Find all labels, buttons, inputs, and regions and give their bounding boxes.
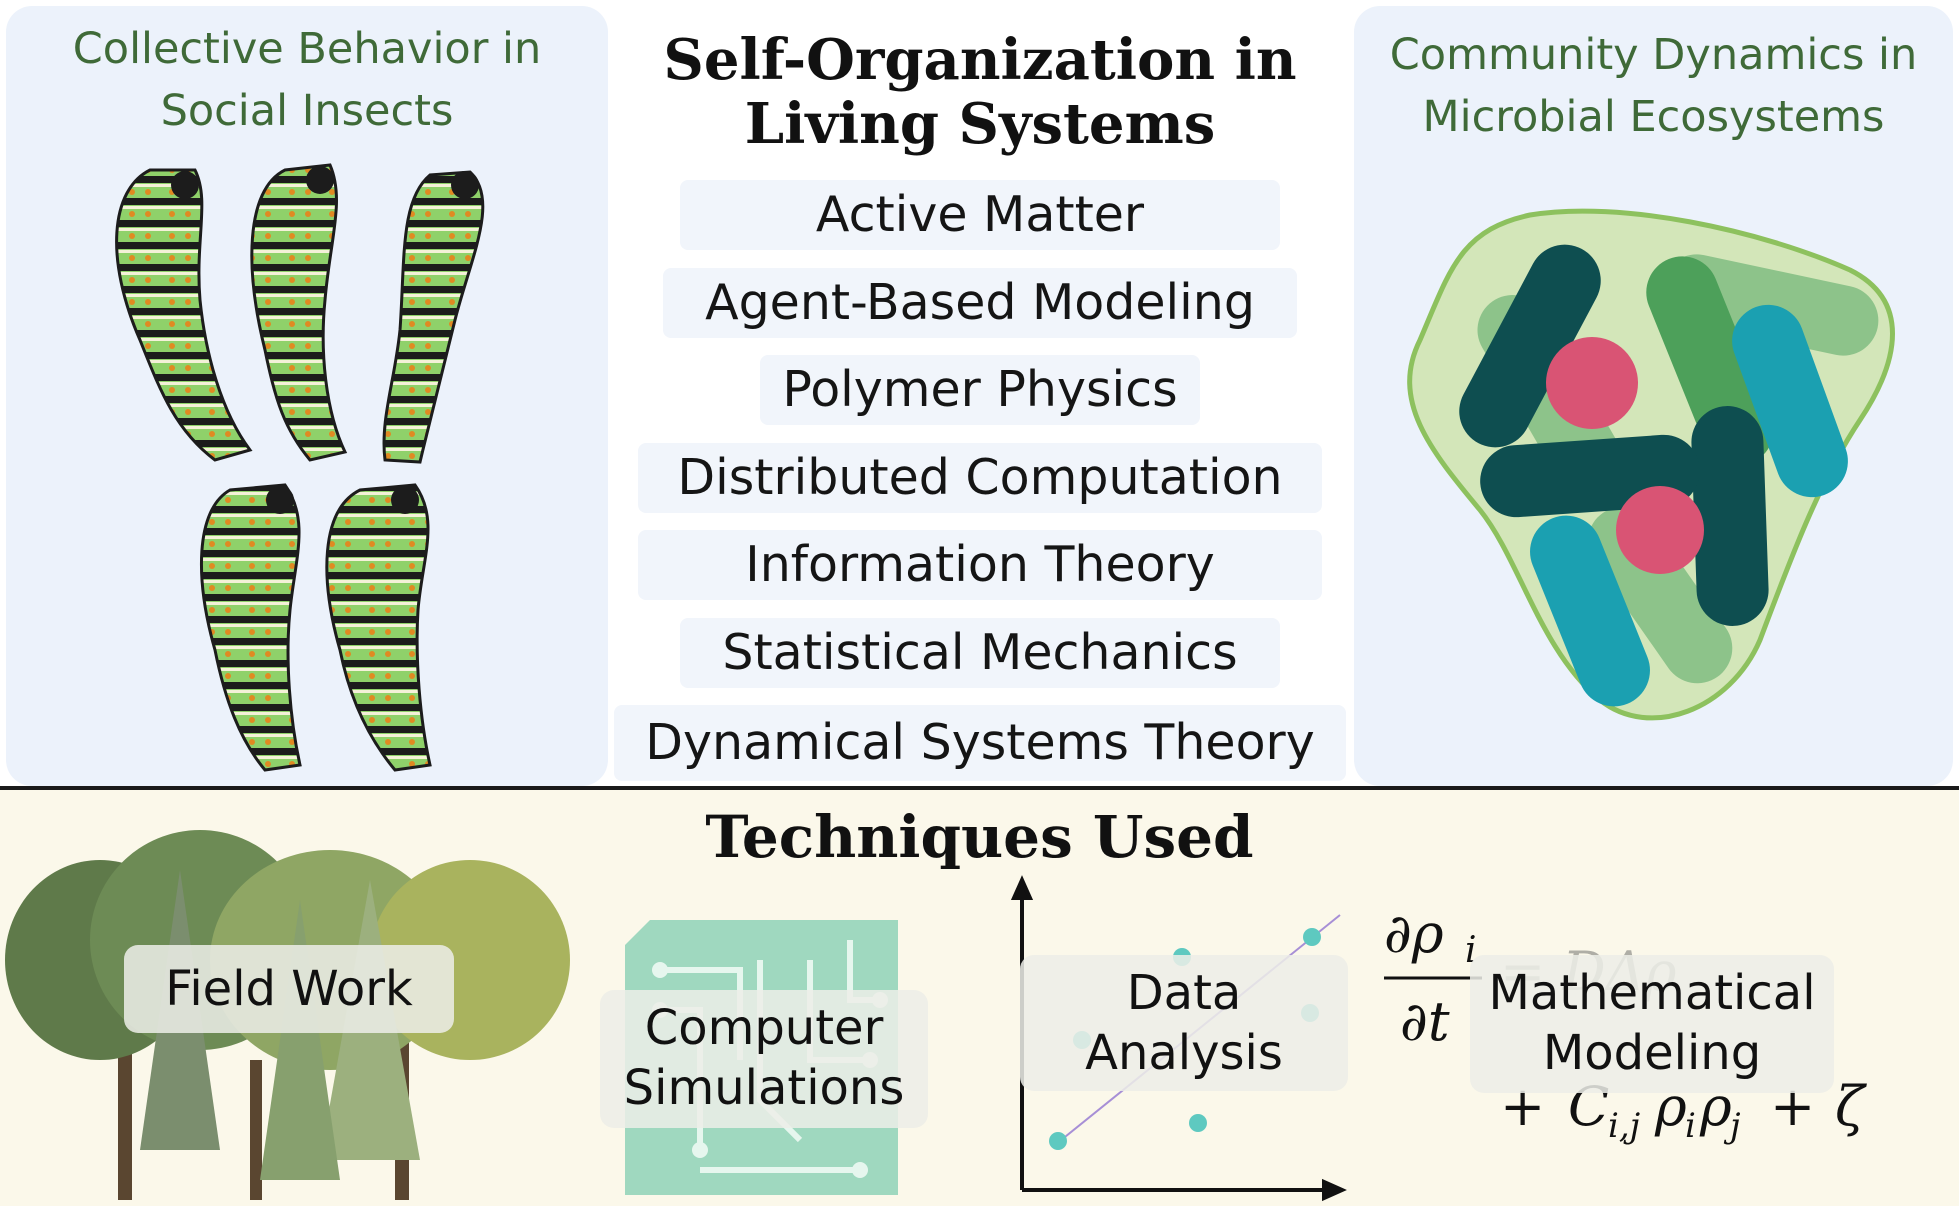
svg-text:∂ρ: ∂ρ [1384, 902, 1444, 965]
technique-data-analysis: Data Analysis [1020, 955, 1348, 1091]
topic-dynamical-systems-theory: Dynamical Systems Theory [614, 705, 1346, 781]
data-point [1303, 928, 1321, 946]
caterpillar [325, 483, 432, 772]
coccus-bacterium [1616, 486, 1704, 574]
data-analysis-line2: Analysis [1085, 1025, 1283, 1081]
data-analysis-line1: Data [1126, 965, 1242, 1021]
technique-computer-simulations: Computer Simulations [600, 990, 928, 1128]
mathematical-modeling-line1: Mathematical [1488, 965, 1816, 1021]
technique-field-work: Field Work [124, 945, 454, 1033]
section-divider [0, 786, 1959, 790]
rod-bacterium [1691, 406, 1769, 626]
data-point [1049, 1132, 1067, 1150]
left-panel-title-line1: Collective Behavior in [72, 24, 542, 74]
rod-bacterium [1732, 304, 1848, 498]
left-panel-title-line2: Social Insects [160, 86, 454, 136]
svg-text:i: i [1685, 1106, 1696, 1146]
main-title-line2: Living Systems [744, 91, 1216, 157]
mathematical-modeling-line2: Modeling [1542, 1025, 1762, 1081]
svg-text:i,j: i,j [1608, 1106, 1641, 1146]
svg-text:ζ: ζ [1835, 1075, 1867, 1138]
left-panel-title: Collective Behavior in Social Insects [6, 18, 608, 142]
technique-mathematical-modeling: Mathematical Modeling [1470, 955, 1834, 1093]
topic-active-matter: Active Matter [680, 180, 1280, 250]
rod-bacterium [1530, 515, 1650, 707]
caterpillar [115, 168, 253, 462]
topic-distributed-computation: Distributed Computation [638, 443, 1322, 513]
svg-text:i: i [1465, 930, 1477, 971]
coccus-bacterium [1546, 337, 1638, 429]
topic-information-theory: Information Theory [638, 530, 1322, 600]
caterpillar [382, 170, 485, 464]
rod-bacterium [1459, 244, 1601, 448]
topic-agent-based-modeling: Agent-Based Modeling [663, 268, 1297, 338]
main-title-line1: Self-Organization in [663, 27, 1297, 93]
computer-simulations-line2: Simulations [623, 1060, 905, 1116]
svg-text:∂t: ∂t [1400, 990, 1450, 1053]
caterpillar [199, 483, 302, 772]
right-panel-title: Community Dynamics in Microbial Ecosyste… [1354, 24, 1953, 148]
main-title: Self-Organization in Living Systems [620, 28, 1340, 156]
techniques-title: Techniques Used [705, 803, 1254, 871]
computer-simulations-line1: Computer [644, 1000, 884, 1056]
topic-polymer-physics: Polymer Physics [760, 355, 1200, 425]
caterpillar [250, 163, 348, 462]
topic-statistical-mechanics: Statistical Mechanics [680, 618, 1280, 688]
data-point [1189, 1114, 1207, 1132]
right-panel-title-line2: Microbial Ecosystems [1422, 92, 1885, 142]
right-panel-title-line1: Community Dynamics in [1389, 30, 1918, 80]
